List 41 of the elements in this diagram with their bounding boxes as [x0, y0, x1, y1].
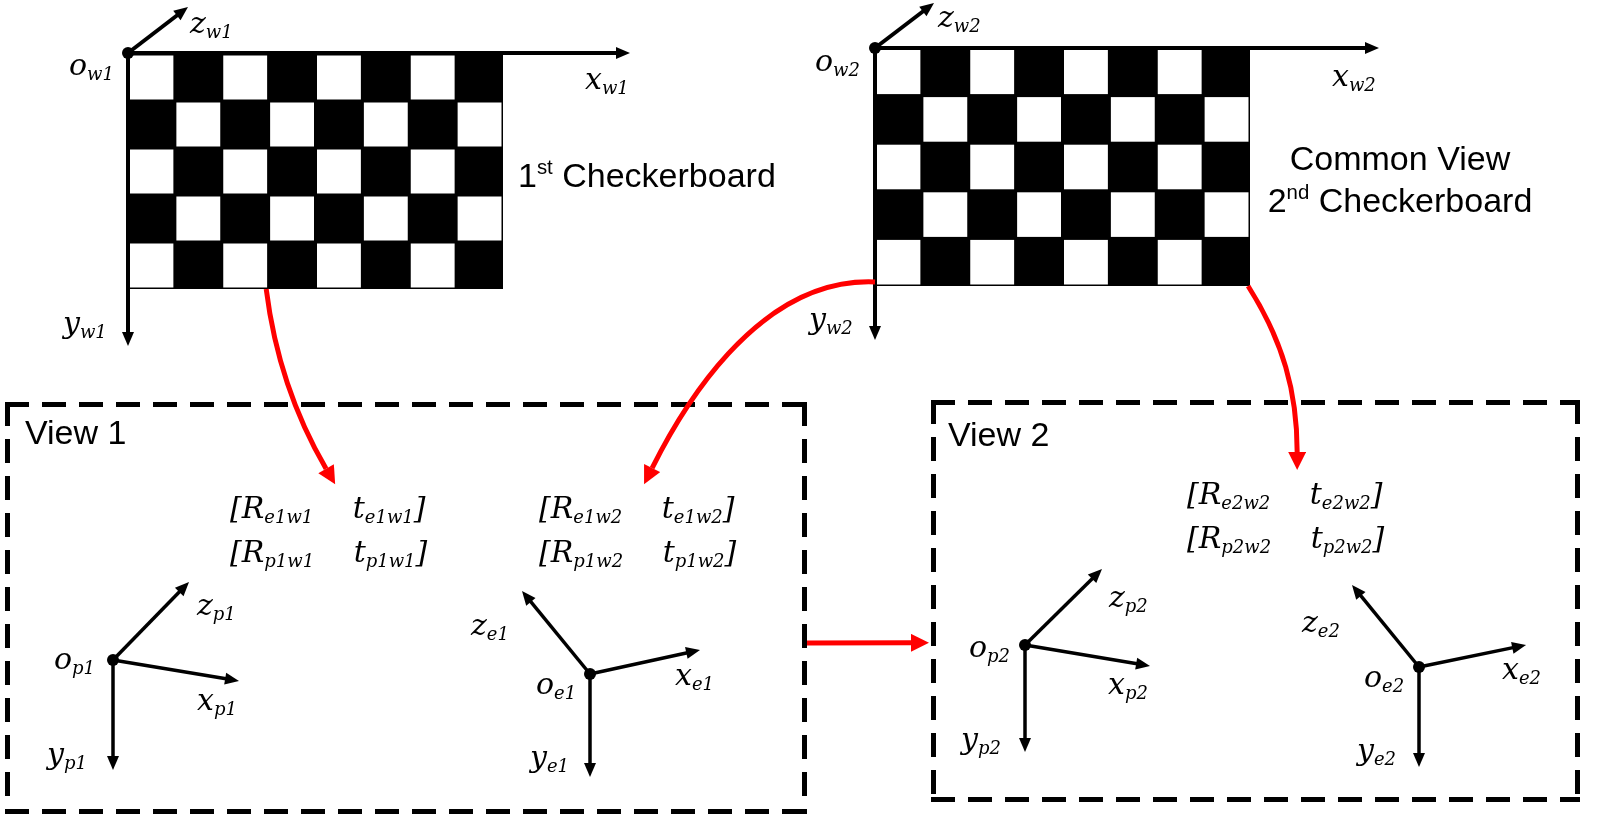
arrow [643, 279, 876, 485]
axis-label: y$_{e2}$ [1357, 738, 1398, 771]
axis-label: x$_{w2}$ [1332, 64, 1377, 97]
axis-label: x$_{p2}$ [1108, 672, 1149, 705]
arrow [263, 288, 335, 485]
arrow [1245, 284, 1307, 470]
axis-label: z$_{w2}$ [938, 5, 982, 38]
axis-label: z$_{e1}$ [471, 613, 510, 646]
board-caption: Common View [1289, 138, 1511, 179]
axis-label: z$_{p2}$ [1109, 585, 1149, 618]
axis-label: x$_{e1}$ [675, 663, 716, 696]
origin-label: o$_{p1}$ [54, 647, 97, 680]
axis-label: x$_{w1}$ [585, 67, 630, 100]
pose-matrix: [R$_{p2w2}$ t$_{p2w2}$] [1187, 519, 1386, 559]
pose-matrix: [R$_{e1w2}$ t$_{e1w2}$] [539, 489, 736, 529]
origin-label: o$_{w1}$ [69, 53, 115, 86]
axis-label: x$_{p1}$ [197, 688, 238, 721]
pose-matrix: [R$_{e2w2}$ t$_{e2w2}$] [1187, 475, 1384, 515]
origin-label: o$_{w2}$ [815, 49, 861, 82]
origin-label: o$_{e1}$ [536, 672, 578, 705]
axis-label: y$_{p1}$ [47, 742, 88, 775]
view-panel [931, 400, 1580, 802]
axis-label: z$_{w1}$ [190, 11, 234, 44]
panel-title: View 2 [948, 414, 1050, 455]
axis-label: x$_{e2}$ [1502, 657, 1543, 690]
axis-label: y$_{e1}$ [530, 745, 571, 778]
axis-label: z$_{e2}$ [1302, 610, 1341, 643]
arrow [807, 633, 929, 652]
origin-label: o$_{p2}$ [969, 635, 1012, 668]
axis-label: y$_{p2}$ [961, 727, 1002, 760]
axis-label: y$_{w2}$ [809, 307, 854, 340]
view-panel [5, 402, 807, 814]
axis-label: y$_{w1}$ [63, 311, 108, 344]
pose-matrix: [R$_{e1w1}$ t$_{e1w1}$] [230, 489, 427, 529]
origin-label: o$_{e2}$ [1364, 665, 1406, 698]
pose-matrix: [R$_{p1w2}$ t$_{p1w2}$] [539, 533, 738, 573]
axis-label: z$_{p1}$ [197, 593, 237, 626]
panel-title: View 1 [25, 412, 127, 453]
pose-matrix: [R$_{p1w1}$ t$_{p1w1}$] [230, 533, 429, 573]
board-caption: 2$^{nd}$ Checkerboard [1267, 179, 1533, 221]
board-caption: 1$^{st}$ Checkerboard [518, 154, 776, 196]
